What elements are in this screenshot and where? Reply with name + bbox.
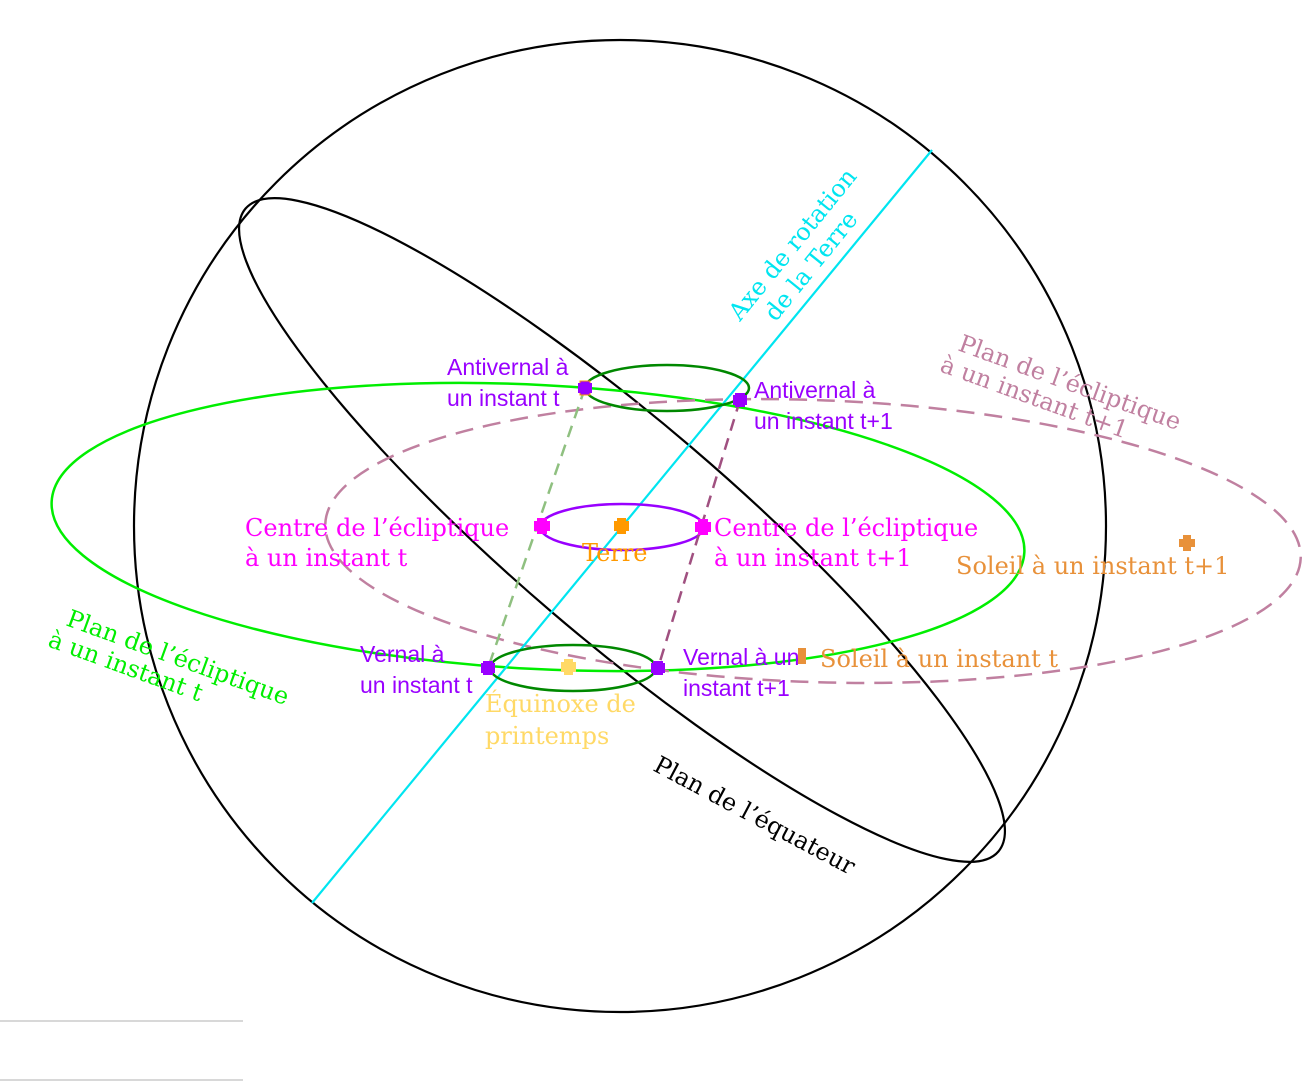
ecliptic-t-label: Plan de l’écliptique à un instant t (45, 604, 293, 710)
antivernal-t1-marker (733, 393, 747, 407)
sun-t-label: Soleil à un instant t (820, 645, 1058, 673)
antivernal-orbit (583, 363, 751, 413)
svg-text:un instant t: un instant t (447, 385, 560, 411)
sun-t1-marker (1179, 535, 1195, 551)
svg-text:Vernal à un: Vernal à un (683, 644, 799, 670)
centre-t-marker (534, 518, 550, 534)
svg-text:Centre de l’écliptique: Centre de l’écliptique (714, 514, 978, 542)
vernal-t1-marker (651, 661, 665, 675)
sun-t1-label: Soleil à un instant t+1 (956, 552, 1229, 580)
vernal-t-marker (481, 661, 495, 675)
earth-marker (614, 518, 629, 534)
ecliptic-plane-t1 (324, 397, 1302, 685)
centre-t1-marker (695, 519, 711, 535)
vernal-t-label: Vernal à un instant t (360, 641, 473, 698)
ecliptic-t1-label: Plan de l’écliptique à un instant t+1 (937, 329, 1185, 444)
svg-text:un instant t: un instant t (360, 672, 473, 698)
axis-label: Axe de rotation de la Terre (722, 163, 863, 327)
markers (481, 380, 1195, 675)
svg-text:Antivernal à: Antivernal à (447, 354, 569, 380)
vernal-t1-label: Vernal à un instant t+1 (683, 644, 799, 701)
antivernal-t1-label: Antivernal à un instant t+1 (754, 377, 893, 434)
antivernal-t-label: Antivernal à un instant t (447, 354, 569, 411)
svg-text:Antivernal à: Antivernal à (754, 377, 876, 403)
svg-text:Équinoxe de: Équinoxe de (485, 689, 636, 718)
svg-text:instant t+1: instant t+1 (683, 675, 790, 701)
svg-text:printemps: printemps (485, 722, 609, 750)
svg-text:Vernal à: Vernal à (360, 641, 445, 667)
antivernal-t-marker (578, 380, 592, 396)
equator-label: Plan de l’équateur (649, 751, 860, 881)
centre-t-label: Centre de l’écliptique à un instant t (245, 514, 509, 572)
centre-t1-label: Centre de l’écliptique à un instant t+1 (714, 514, 978, 572)
svg-text:Centre de l’écliptique: Centre de l’écliptique (245, 514, 509, 542)
svg-text:à un instant t+1: à un instant t+1 (714, 544, 912, 572)
ecliptic-plane-t (50, 381, 1026, 673)
svg-text:un instant t+1: un instant t+1 (754, 408, 893, 434)
celestial-sphere (132, 38, 1108, 1014)
svg-text:à un instant t: à un instant t (245, 544, 408, 572)
earth-label: Terre (582, 539, 648, 567)
equinox-marker (561, 659, 576, 675)
sun-t-marker (798, 648, 806, 664)
equinox-label: Équinoxe de printemps (485, 689, 636, 750)
